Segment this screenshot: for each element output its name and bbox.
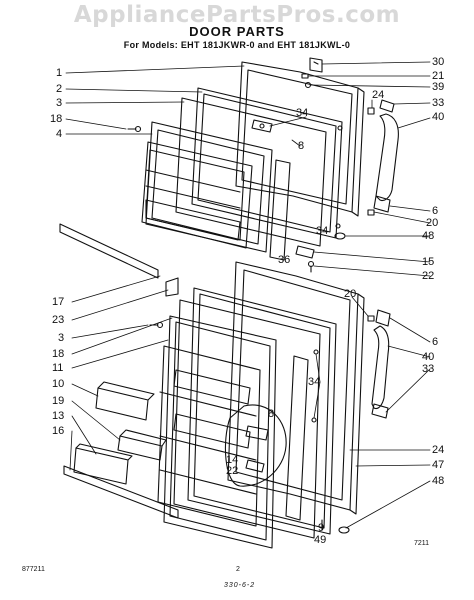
callout-34-mid: 34 <box>316 225 329 237</box>
callout-16: 16 <box>52 425 65 437</box>
callout-47: 47 <box>432 459 445 471</box>
plug-21 <box>301 73 309 79</box>
screw-cover-20-lower <box>367 315 375 322</box>
watermark: AppliancePartsPros.com <box>73 2 401 28</box>
freezer-inner-door <box>141 121 273 253</box>
callout-33-lower: 33 <box>422 363 435 375</box>
hinge-cover-24 <box>367 107 375 115</box>
door-shelf-10 <box>95 381 155 421</box>
callout-24: 24 <box>372 89 385 101</box>
footer-left-code: 877211 <box>22 566 45 573</box>
door-shelf-19-13 <box>117 429 167 461</box>
callout-6-lower: 6 <box>432 336 439 348</box>
callout-18-lower: 18 <box>52 348 65 360</box>
handle-mount-30 <box>309 57 323 73</box>
freezer-door-outer-panel <box>235 61 365 217</box>
upper-handle-40 <box>375 113 399 202</box>
magnifier-detail <box>224 404 287 487</box>
pin-22-upper <box>307 260 315 273</box>
callout-19: 19 <box>52 395 65 407</box>
callout-30: 30 <box>432 56 445 68</box>
bottom-trim-strip <box>63 465 179 519</box>
handle-screws-34 <box>335 125 343 229</box>
model-subtitle: For Models: EHT 181JKWR-0 and EHT 181JKW… <box>123 40 351 50</box>
callout-1: 1 <box>56 67 63 79</box>
callout-22-lower: 22 <box>226 465 239 477</box>
callout-40-lower: 40 <box>422 351 435 363</box>
callout-3-lower: 3 <box>58 332 65 344</box>
callout-4: 4 <box>56 128 63 140</box>
callout-24-lower: 24 <box>432 444 445 456</box>
callout-3: 3 <box>56 97 63 109</box>
callout-18: 18 <box>50 113 63 125</box>
callout-23: 23 <box>52 314 65 326</box>
washer-48-lower <box>338 526 350 534</box>
callout-17: 17 <box>52 296 65 308</box>
trim-strip-17 <box>59 223 159 279</box>
callout-34-lower: 34 <box>308 376 321 388</box>
handle-end-cap-6-lower <box>375 309 391 327</box>
freezer-breaker-strip <box>269 159 291 261</box>
diagram-title: DOOR PARTS <box>189 24 285 39</box>
handle-cap-33 <box>379 99 395 113</box>
freezer-hinge-8 <box>251 119 273 133</box>
screw-cover-20 <box>367 209 375 216</box>
fresh-food-breaker-strip <box>285 355 309 521</box>
callout-20-lower: 20 <box>344 288 357 300</box>
callout-49: 49 <box>314 534 327 546</box>
callout-48-upper: 48 <box>422 230 435 242</box>
callout-48-lower: 48 <box>432 475 445 487</box>
callout-22-upper: 22 <box>422 270 435 282</box>
callout-40: 40 <box>432 111 445 123</box>
fresh-food-inner-door <box>157 315 277 549</box>
callout-10: 10 <box>52 378 65 390</box>
fresh-food-door-outer-panel <box>227 261 365 515</box>
handle-cap-33-lower <box>371 403 389 419</box>
callout-14: 14 <box>226 454 239 466</box>
callout-20-upper: 20 <box>426 217 439 229</box>
callout-8-lower: 8 <box>268 408 275 420</box>
bottom-shelf-16 <box>73 443 133 485</box>
callout-11: 11 <box>52 362 64 374</box>
callout-13: 13 <box>52 410 65 422</box>
fresh-food-gasket <box>187 287 337 535</box>
hinge-bracket-23 <box>165 277 179 297</box>
lower-handle-40 <box>371 325 390 410</box>
center-hinge-15 <box>295 245 315 259</box>
callout-9: 9 <box>318 522 325 534</box>
callout-21: 21 <box>432 70 445 82</box>
washer-48 <box>334 232 346 240</box>
callout-6-upper: 6 <box>432 205 439 217</box>
leader-lines <box>65 61 431 529</box>
callout-34-upper: 34 <box>296 107 309 119</box>
callout-8-upper: 8 <box>298 140 305 152</box>
footer-right-code: 7211 <box>414 540 430 547</box>
callout-36: 36 <box>278 254 291 266</box>
callout-33: 33 <box>432 97 445 109</box>
screw-18-upper <box>127 125 142 133</box>
freezer-door-liner <box>175 97 327 247</box>
callout-39: 39 <box>432 81 445 93</box>
callout-15: 15 <box>422 256 435 268</box>
footer-page-number: 2 <box>236 566 240 573</box>
fresh-food-liner <box>173 299 321 539</box>
callout-2: 2 <box>56 83 63 95</box>
footer-bottom-code: 330-6-2 <box>224 582 256 589</box>
handle-end-cap-6 <box>373 195 391 213</box>
